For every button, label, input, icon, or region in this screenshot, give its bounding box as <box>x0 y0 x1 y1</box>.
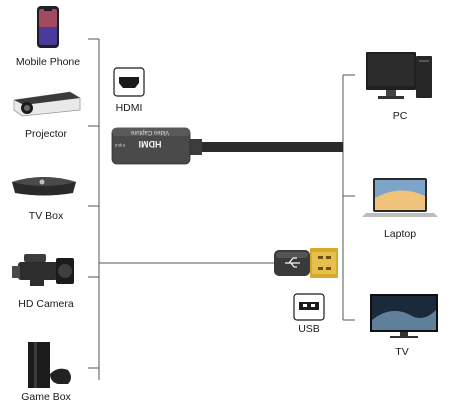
projector-icon <box>13 91 81 117</box>
usb-symbol-icon <box>285 257 300 268</box>
mobile-phone-icon <box>37 6 59 48</box>
game-box-icon <box>28 342 71 388</box>
pc-icon <box>366 52 432 99</box>
device-side-text: Input <box>114 143 125 148</box>
tv-icon <box>370 294 438 338</box>
laptop-icon <box>362 178 438 217</box>
device-model-text: Video Capture <box>130 129 169 135</box>
output-label-tv: TV <box>395 346 409 358</box>
device-brand-text: HDMI <box>139 139 162 149</box>
output-label-laptop: Laptop <box>383 228 417 240</box>
capture-card-icon: HDMI Video Capture Input <box>111 127 343 165</box>
output-label-pc: PC <box>392 110 408 122</box>
hd-camera-icon <box>12 254 74 286</box>
source-label-projector: Projector <box>24 128 68 140</box>
hdmi-port-icon <box>113 67 145 97</box>
port-label-hdmi: HDMI <box>115 102 143 114</box>
source-label-game-box: Game Box <box>21 391 71 403</box>
usb-plug-icon <box>274 248 338 278</box>
source-label-hd-camera: HD Camera <box>18 298 74 310</box>
hdmi-cable <box>198 142 343 152</box>
port-label-usb: USB <box>298 323 320 335</box>
source-label-tv-box: TV Box <box>28 210 64 222</box>
connection-lines <box>88 38 355 380</box>
source-label-mobile-phone: Mobile Phone <box>15 56 81 68</box>
tv-box-icon <box>12 177 76 196</box>
usb-port-icon <box>293 293 325 321</box>
